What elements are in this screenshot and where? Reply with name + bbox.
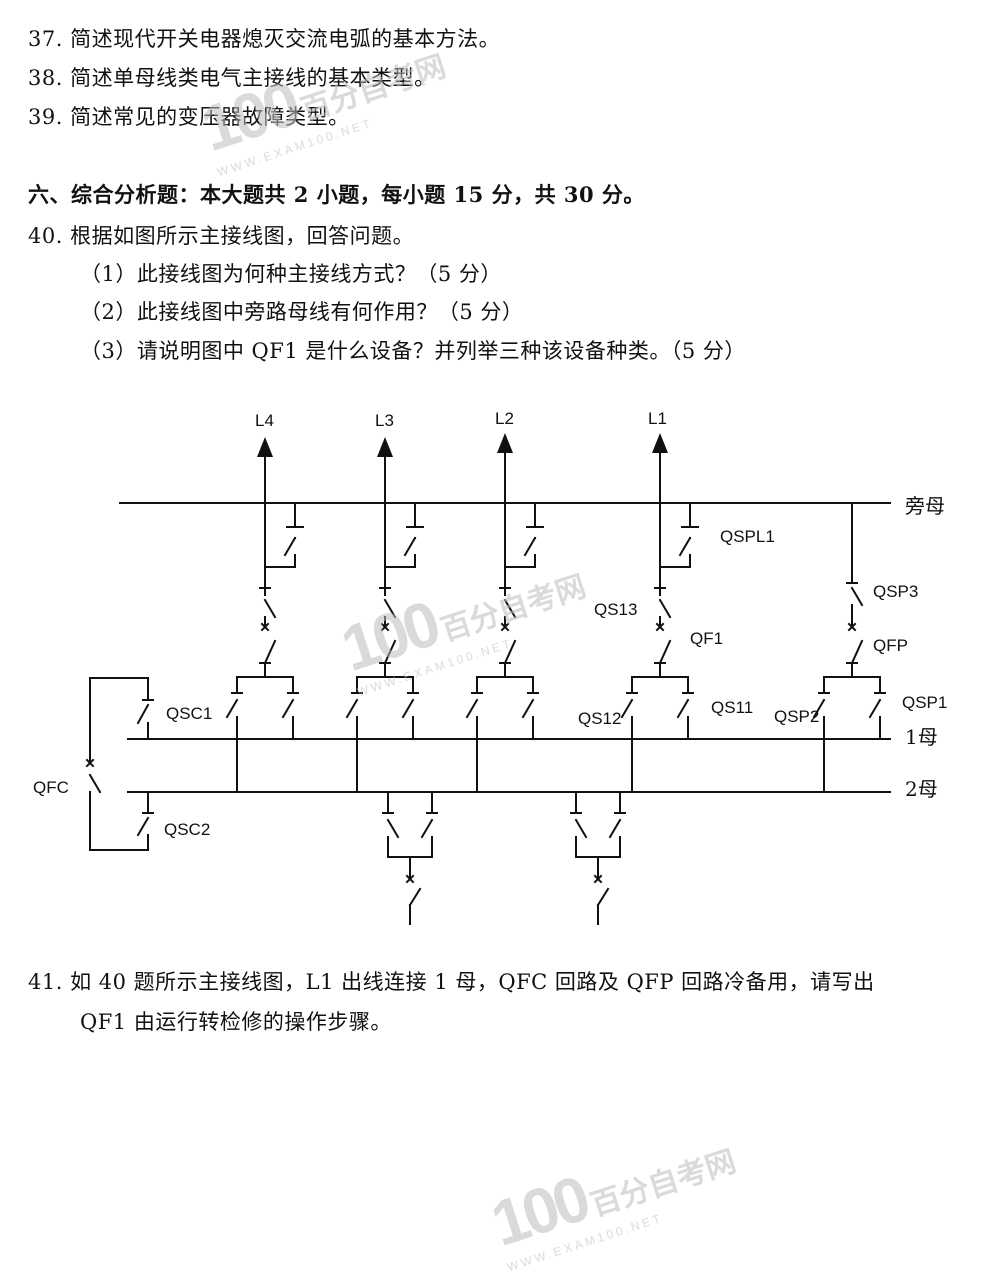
bus-disconnector-blade: [676, 698, 690, 719]
circuit-breaker-blade: [596, 887, 610, 907]
bypass-disconnector-blade: [403, 536, 417, 557]
bus-disconnector-blade: [345, 698, 359, 719]
question-text: 简述常见的变压器故障类型。: [70, 105, 350, 129]
label-qs13: QS13: [594, 600, 637, 619]
label-qs12: QS12: [578, 709, 621, 728]
question-37: 37. 简述现代开关电器熄灭交流电弧的基本方法。: [28, 25, 500, 53]
watermark-url: WWW.EXAM100.NET: [505, 1210, 665, 1274]
bypass-disconnector-blade: [523, 536, 537, 557]
circuit-breaker-blade: [658, 639, 672, 665]
question-number: 37.: [28, 27, 63, 51]
breaker-cross-mark: [593, 874, 603, 884]
bus-disconnector-blade: [386, 818, 400, 839]
line-label-l1: L1: [648, 409, 667, 428]
question-40: 40. 根据如图所示主接线图，回答问题。: [28, 222, 414, 250]
section-heading: 六、综合分析题：本大题共 2 小题，每小题 15 分，共 30 分。: [28, 182, 645, 207]
question-41: 41. 如 40 题所示主接线图，L1 出线连接 1 母，QFC 回路及 QFP…: [28, 968, 875, 996]
bus-disconnector-blade: [281, 698, 295, 719]
line-disconnector-blade: [658, 598, 672, 619]
line-disconnector-blade: [383, 598, 397, 619]
main-wiring-diagram: L4 L3 L2 L1 旁母 1母 2母 QSPL1 QS13 QF1 QS12…: [33, 409, 947, 925]
bus-disconnector-blade: [574, 818, 588, 839]
bus-disconnector-blade: [225, 698, 239, 719]
question-text: 简述现代开关电器熄灭交流电弧的基本方法。: [70, 27, 501, 51]
bus-disconnector-blade: [620, 698, 634, 719]
circuit-breaker-blade: [503, 639, 517, 665]
question-text: 根据如图所示主接线图，回答问题。: [70, 224, 415, 248]
label-qsp1: QSP1: [902, 693, 947, 712]
sub-question-3: （3）请说明图中 QF1 是什么设备？并列举三种该设备种类。（5 分）: [80, 339, 746, 363]
label-qs11: QS11: [711, 698, 753, 717]
breaker-cross-mark: [85, 758, 95, 768]
qsp2-blade: [812, 698, 826, 719]
line-label-l3: L3: [375, 411, 394, 430]
qsc2-blade: [136, 816, 150, 837]
line-disconnector-blade: [263, 598, 277, 619]
question-41-continued: QF1 由运行转检修的操作步骤。: [80, 1010, 392, 1034]
watermark-cn: 百分自考网: [587, 1145, 740, 1223]
label-qsp3: QSP3: [873, 582, 918, 601]
label-qsp2: QSP2: [774, 707, 819, 726]
label-qsc1: QSC1: [166, 704, 212, 723]
label-qf1: QF1: [690, 629, 723, 648]
watermark-logo: 100 百分自考网 WWW.EXAM100.NET: [483, 1114, 747, 1274]
question-text: 简述单母线类电气主接线的基本类型。: [70, 66, 436, 90]
question-number: 38.: [28, 66, 63, 90]
qfp-blade: [850, 639, 864, 665]
question-text: 如 40 题所示主接线图，L1 出线连接 1 母，QFC 回路及 QFP 回路冷…: [70, 970, 875, 994]
qfc-blade: [88, 773, 102, 794]
bus-label-1: 1母: [905, 725, 938, 749]
bus-label-bypass: 旁母: [905, 494, 945, 518]
sub-question-2: （2）此接线图中旁路母线有何作用？（5 分）: [80, 300, 524, 324]
bus-label-2: 2母: [905, 777, 938, 801]
label-qspl1: QSPL1: [720, 527, 775, 546]
bus-disconnector-blade: [401, 698, 415, 719]
line-label-l2: L2: [495, 409, 514, 428]
circuit-breaker-blade: [408, 887, 422, 907]
bus-disconnector-blade: [521, 698, 535, 719]
bus-disconnector-blade: [465, 698, 479, 719]
bus-disconnector-blade: [608, 818, 622, 839]
bypass-disconnector-blade: [678, 536, 692, 557]
line-label-l4: L4: [255, 411, 274, 430]
breaker-cross-mark: [405, 874, 415, 884]
question-39: 39. 简述常见的变压器故障类型。: [28, 103, 350, 131]
sub-question-1: （1）此接线图为何种主接线方式？（5 分）: [80, 262, 502, 286]
question-38: 38. 简述单母线类电气主接线的基本类型。: [28, 64, 436, 92]
circuit-breaker-blade: [263, 639, 277, 665]
line-disconnector-blade: [503, 598, 517, 619]
bypass-disconnector-blade: [283, 536, 297, 557]
qsp3-blade: [850, 586, 864, 607]
question-number: 41.: [28, 970, 63, 994]
qsp1-blade: [868, 698, 882, 719]
qsc1-blade: [136, 703, 150, 725]
question-number: 39.: [28, 105, 63, 129]
question-number: 40.: [28, 224, 63, 248]
label-qfc: QFC: [33, 778, 69, 797]
label-qfp: QFP: [873, 636, 908, 655]
bus-disconnector-blade: [420, 818, 434, 839]
label-qsc2: QSC2: [164, 820, 210, 839]
watermark-brand: 100: [482, 1162, 596, 1261]
circuit-breaker-blade: [383, 639, 397, 665]
